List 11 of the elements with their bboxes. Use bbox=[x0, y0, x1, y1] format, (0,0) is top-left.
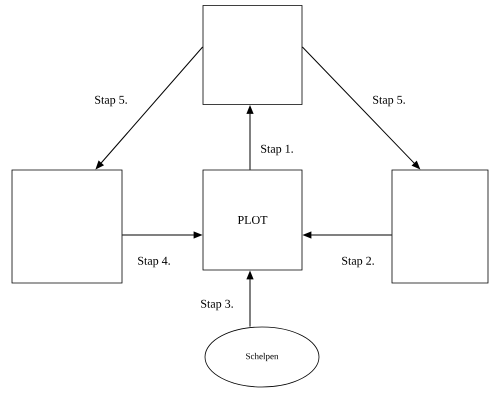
process-box: PLOT bbox=[202, 170, 302, 270]
edge-label: Stap 2. bbox=[340, 256, 376, 268]
empty-box bbox=[12, 170, 122, 284]
edge-label: Stap 5. bbox=[371, 94, 407, 108]
ellipse-node: Schelpen bbox=[204, 326, 320, 388]
edge-label: Stap 4. bbox=[136, 256, 172, 268]
edge-label: Stap 1. bbox=[259, 144, 295, 156]
empty-box bbox=[392, 170, 488, 284]
edge-label: Stap 5. bbox=[93, 94, 129, 108]
edge-label: Stap 3. bbox=[199, 298, 235, 312]
empty-box bbox=[202, 5, 302, 105]
